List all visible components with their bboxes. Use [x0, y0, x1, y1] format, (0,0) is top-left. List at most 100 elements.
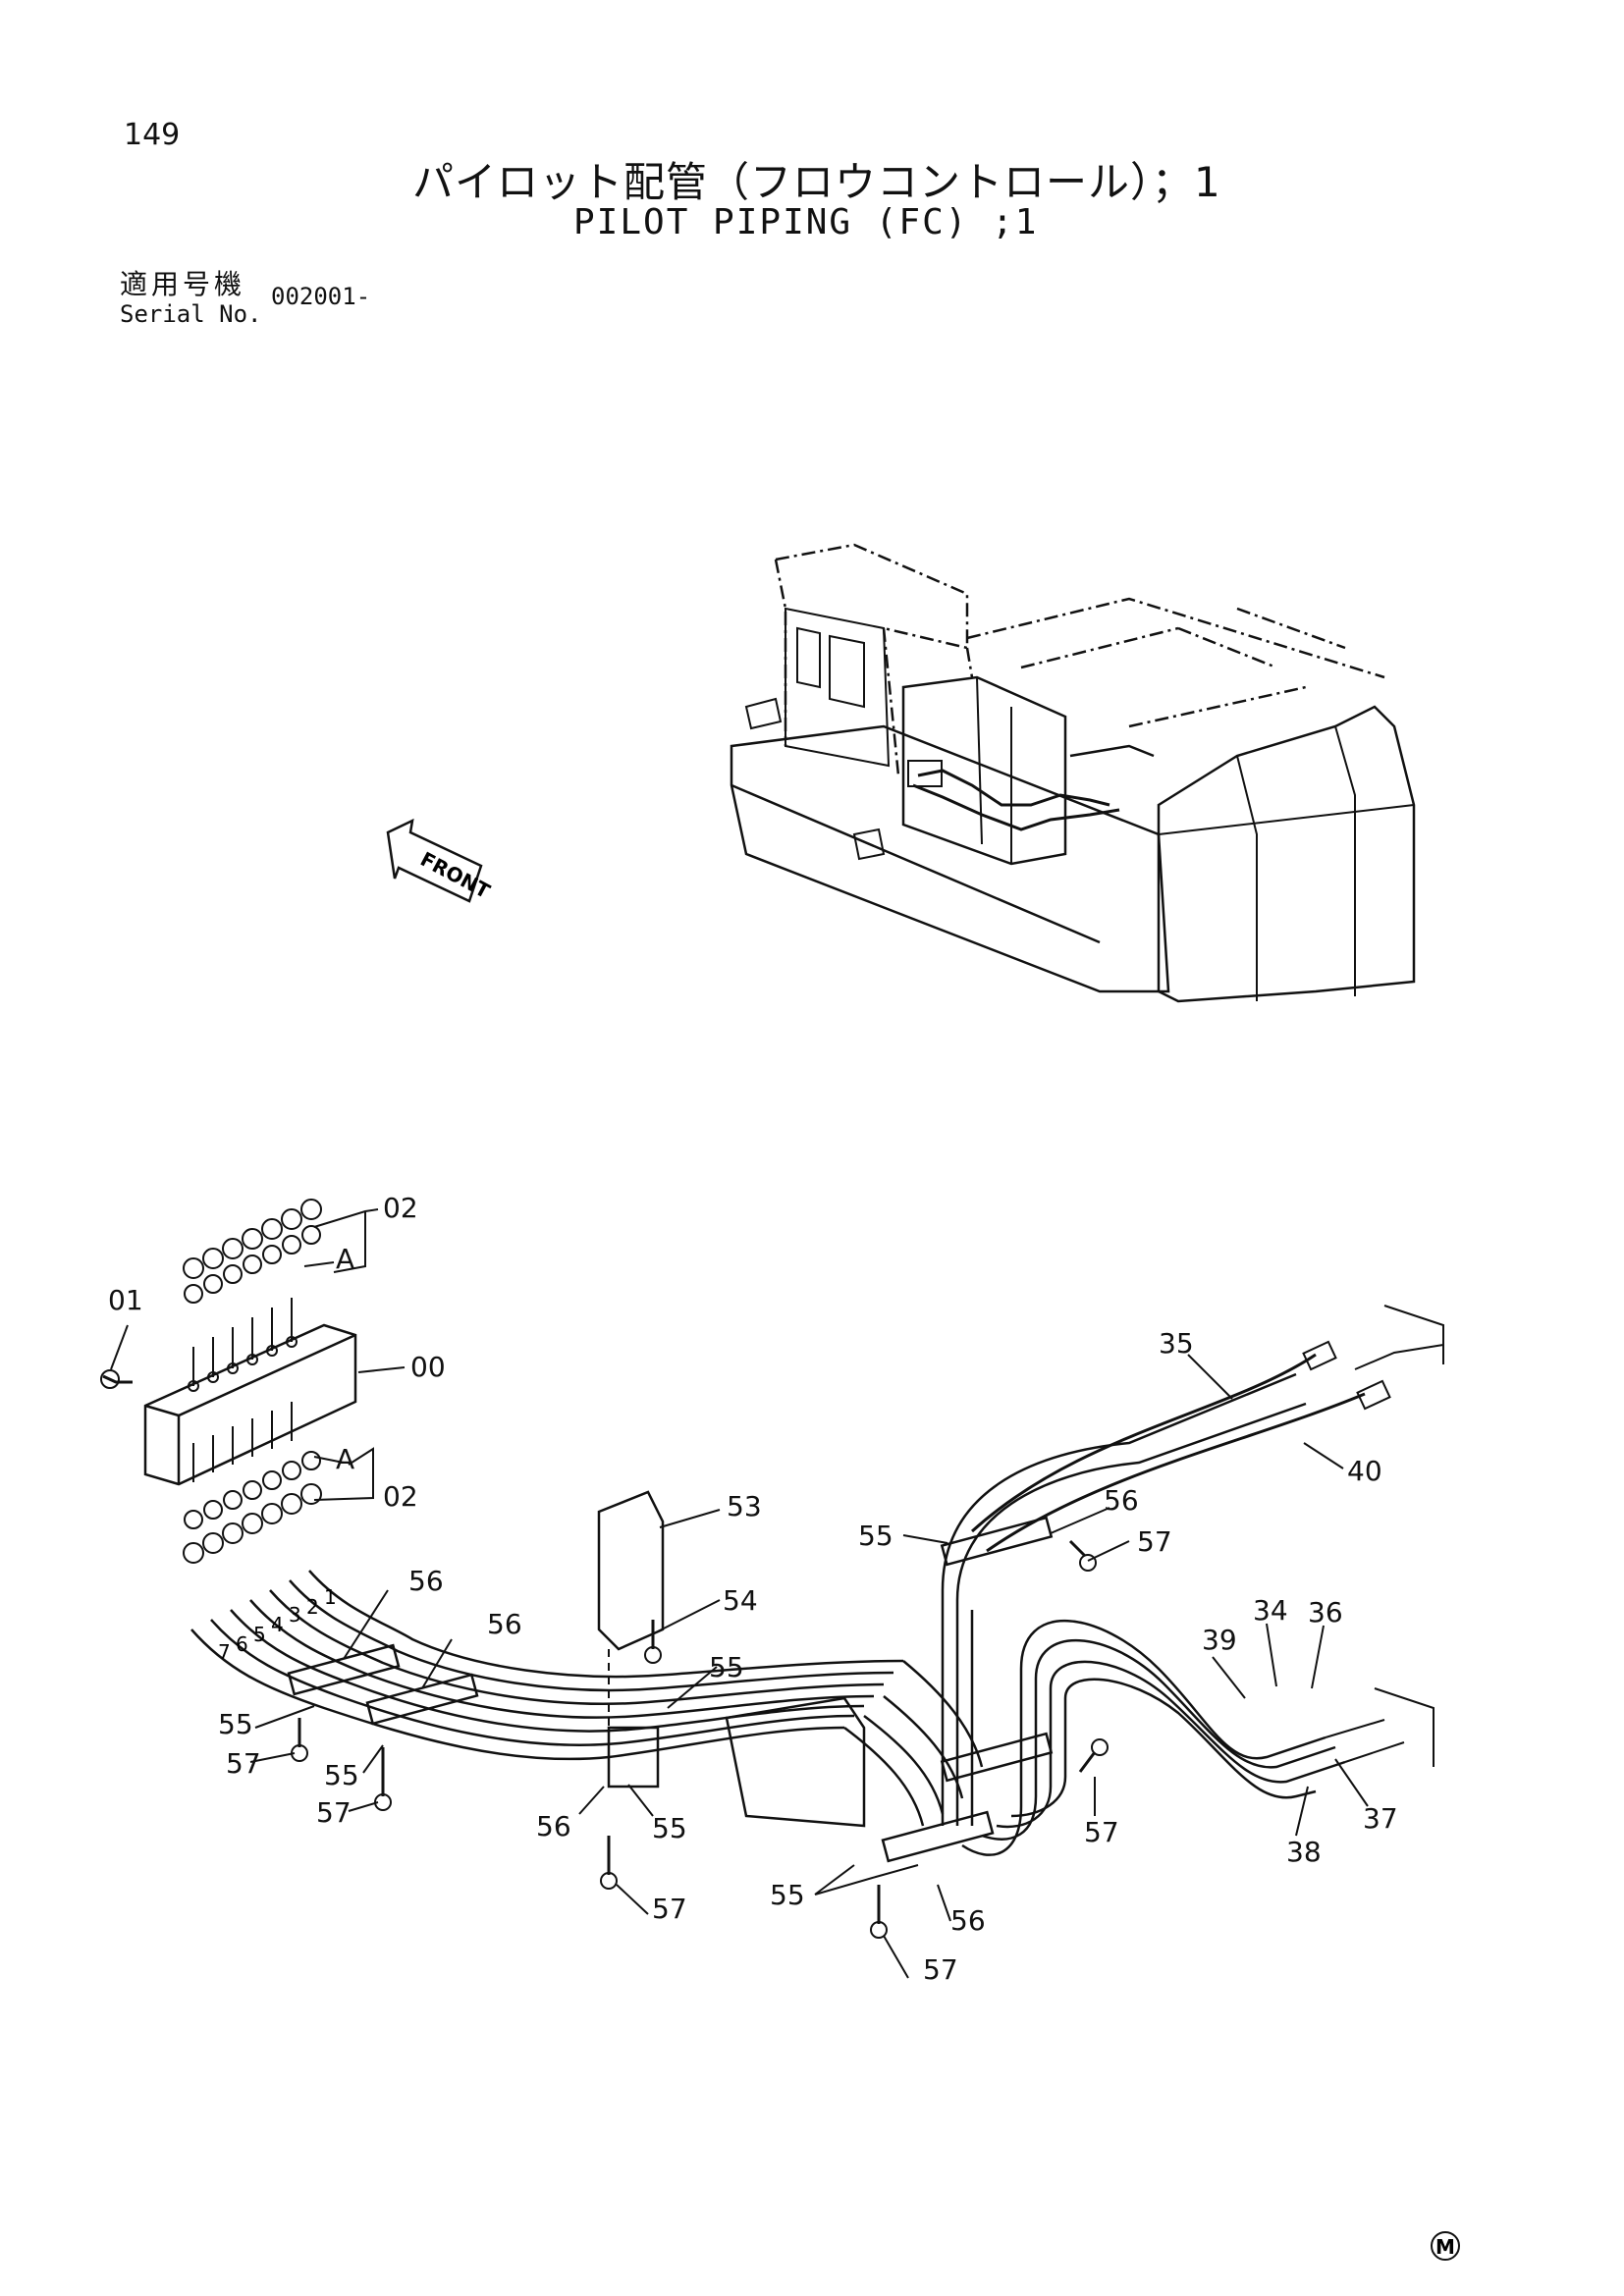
callout-labels: 02 A 01 00 A 02 56 56 55 57 55 57 53 54 …	[108, 1192, 1398, 1986]
tube-clamp	[940, 1732, 1054, 1783]
tube-number: 3	[289, 1603, 301, 1627]
pilot-harness-line	[912, 783, 1120, 831]
callout-35: 35	[1159, 1327, 1194, 1360]
pilot-tube	[230, 1609, 865, 1733]
valve-block-edges	[144, 1333, 356, 1484]
cab-window	[796, 626, 865, 709]
pilot-harness-line	[1069, 744, 1155, 758]
callout-55: 55	[709, 1651, 744, 1683]
engine-hood-outline	[966, 597, 1385, 728]
pilot-tube	[289, 1579, 894, 1692]
callout-56: 56	[536, 1810, 571, 1842]
bolt-head	[600, 1872, 618, 1890]
serial-label-english: Serial No.	[120, 300, 262, 328]
harness-connector	[907, 760, 943, 787]
valve-compartment	[901, 675, 1067, 866]
front-direction-arrow: FRONT	[386, 818, 494, 903]
callout-57: 57	[1137, 1525, 1172, 1558]
callout-57: 57	[1084, 1816, 1119, 1848]
callout-55: 55	[652, 1812, 687, 1844]
pilot-tube	[308, 1570, 904, 1679]
bolt-head	[1079, 1554, 1097, 1572]
callout-56: 56	[950, 1904, 986, 1937]
hose-loop	[961, 1620, 1326, 1856]
hose-fitting	[1356, 1379, 1391, 1411]
callout-56: 56	[1104, 1484, 1139, 1517]
callout-leaders	[110, 1208, 1369, 1979]
bolt-head	[1091, 1738, 1109, 1756]
tube-clamp	[881, 1810, 995, 1863]
callout-57: 57	[652, 1893, 687, 1925]
callout-53: 53	[727, 1490, 762, 1522]
deck-edge	[731, 783, 1101, 944]
tube-number: 2	[306, 1595, 319, 1619]
callout-55: 55	[218, 1708, 253, 1740]
excavator-overview-illustration	[730, 543, 1416, 1003]
callout-57: 57	[226, 1747, 261, 1780]
square-bracket-frame	[725, 1696, 866, 1828]
callout-40: 40	[1347, 1455, 1382, 1487]
pilot-tube	[269, 1589, 885, 1705]
tube-clamp	[940, 1516, 1054, 1567]
callout-54: 54	[723, 1584, 758, 1617]
upper-deck-outline	[730, 724, 1170, 993]
callout-38: 38	[1286, 1836, 1322, 1868]
tube-clamp	[365, 1673, 479, 1726]
callout-55: 55	[770, 1879, 805, 1911]
callout-01: 01	[108, 1284, 143, 1316]
callout-57: 57	[316, 1796, 352, 1829]
registered-mark-letter: M	[1435, 2235, 1455, 2259]
title-english: PILOT PIPING (FC) ;1	[573, 202, 1039, 242]
pilot-harness-line	[917, 769, 1110, 807]
hose-loop	[981, 1638, 1336, 1841]
pilot-tube	[210, 1619, 855, 1746]
tube-number: 4	[271, 1613, 284, 1636]
callout-02-lower: 02	[383, 1480, 418, 1513]
tube-number: 7	[218, 1640, 231, 1664]
callout-a-upper: A	[336, 1243, 354, 1275]
serial-label-japanese: 適用号機	[120, 268, 246, 300]
tube-number: 1	[324, 1585, 337, 1609]
tube-number: 5	[253, 1623, 266, 1646]
mounting-bolt	[102, 1374, 133, 1384]
callout-56: 56	[408, 1565, 444, 1597]
registered-mark: M	[1431, 2231, 1460, 2261]
page-number: 149	[124, 118, 181, 152]
cab-outline	[774, 543, 974, 776]
hose-fitting	[1302, 1340, 1337, 1371]
pilot-tube-bundle	[190, 1305, 1444, 1939]
right-port-plate	[1325, 1687, 1435, 1767]
callout-57: 57	[923, 1953, 958, 1986]
callout-55: 55	[324, 1759, 359, 1791]
tube-clamp	[287, 1643, 401, 1696]
right-manifold-plate	[1354, 1305, 1444, 1370]
callout-a-lower: A	[336, 1443, 354, 1475]
tube-number-labels: 7 6 5 4 3 2 1	[218, 1585, 337, 1664]
pilot-tube-continuation	[843, 1660, 984, 1827]
callout-34: 34	[1253, 1594, 1288, 1627]
title-japanese: パイロット配管（フロウコントロール）；1	[412, 158, 1221, 206]
hose-loop	[996, 1660, 1346, 1829]
counterweight-top-edge	[1158, 804, 1415, 835]
pilot-tube	[190, 1629, 845, 1761]
callout-02-upper: 02	[383, 1192, 418, 1224]
mounting-bolt-head	[100, 1369, 120, 1389]
counterweight	[1157, 705, 1416, 1003]
callout-00: 00	[410, 1351, 446, 1383]
pilot-valve-block-assembly	[100, 1199, 357, 1564]
callout-39: 39	[1202, 1624, 1237, 1656]
hose-loop	[1010, 1678, 1317, 1818]
counterweight-facets	[1236, 725, 1356, 1001]
callout-36: 36	[1308, 1596, 1343, 1629]
cab-step	[744, 697, 783, 730]
lower-fittings	[183, 1402, 322, 1564]
valve-compartment-edge	[976, 676, 1012, 864]
tube-number: 6	[236, 1632, 248, 1656]
hose-riser	[941, 1372, 1307, 1826]
callout-55: 55	[858, 1520, 893, 1552]
callout-56: 56	[487, 1608, 522, 1640]
callout-37: 37	[1363, 1802, 1398, 1835]
bolt-head	[644, 1646, 662, 1664]
